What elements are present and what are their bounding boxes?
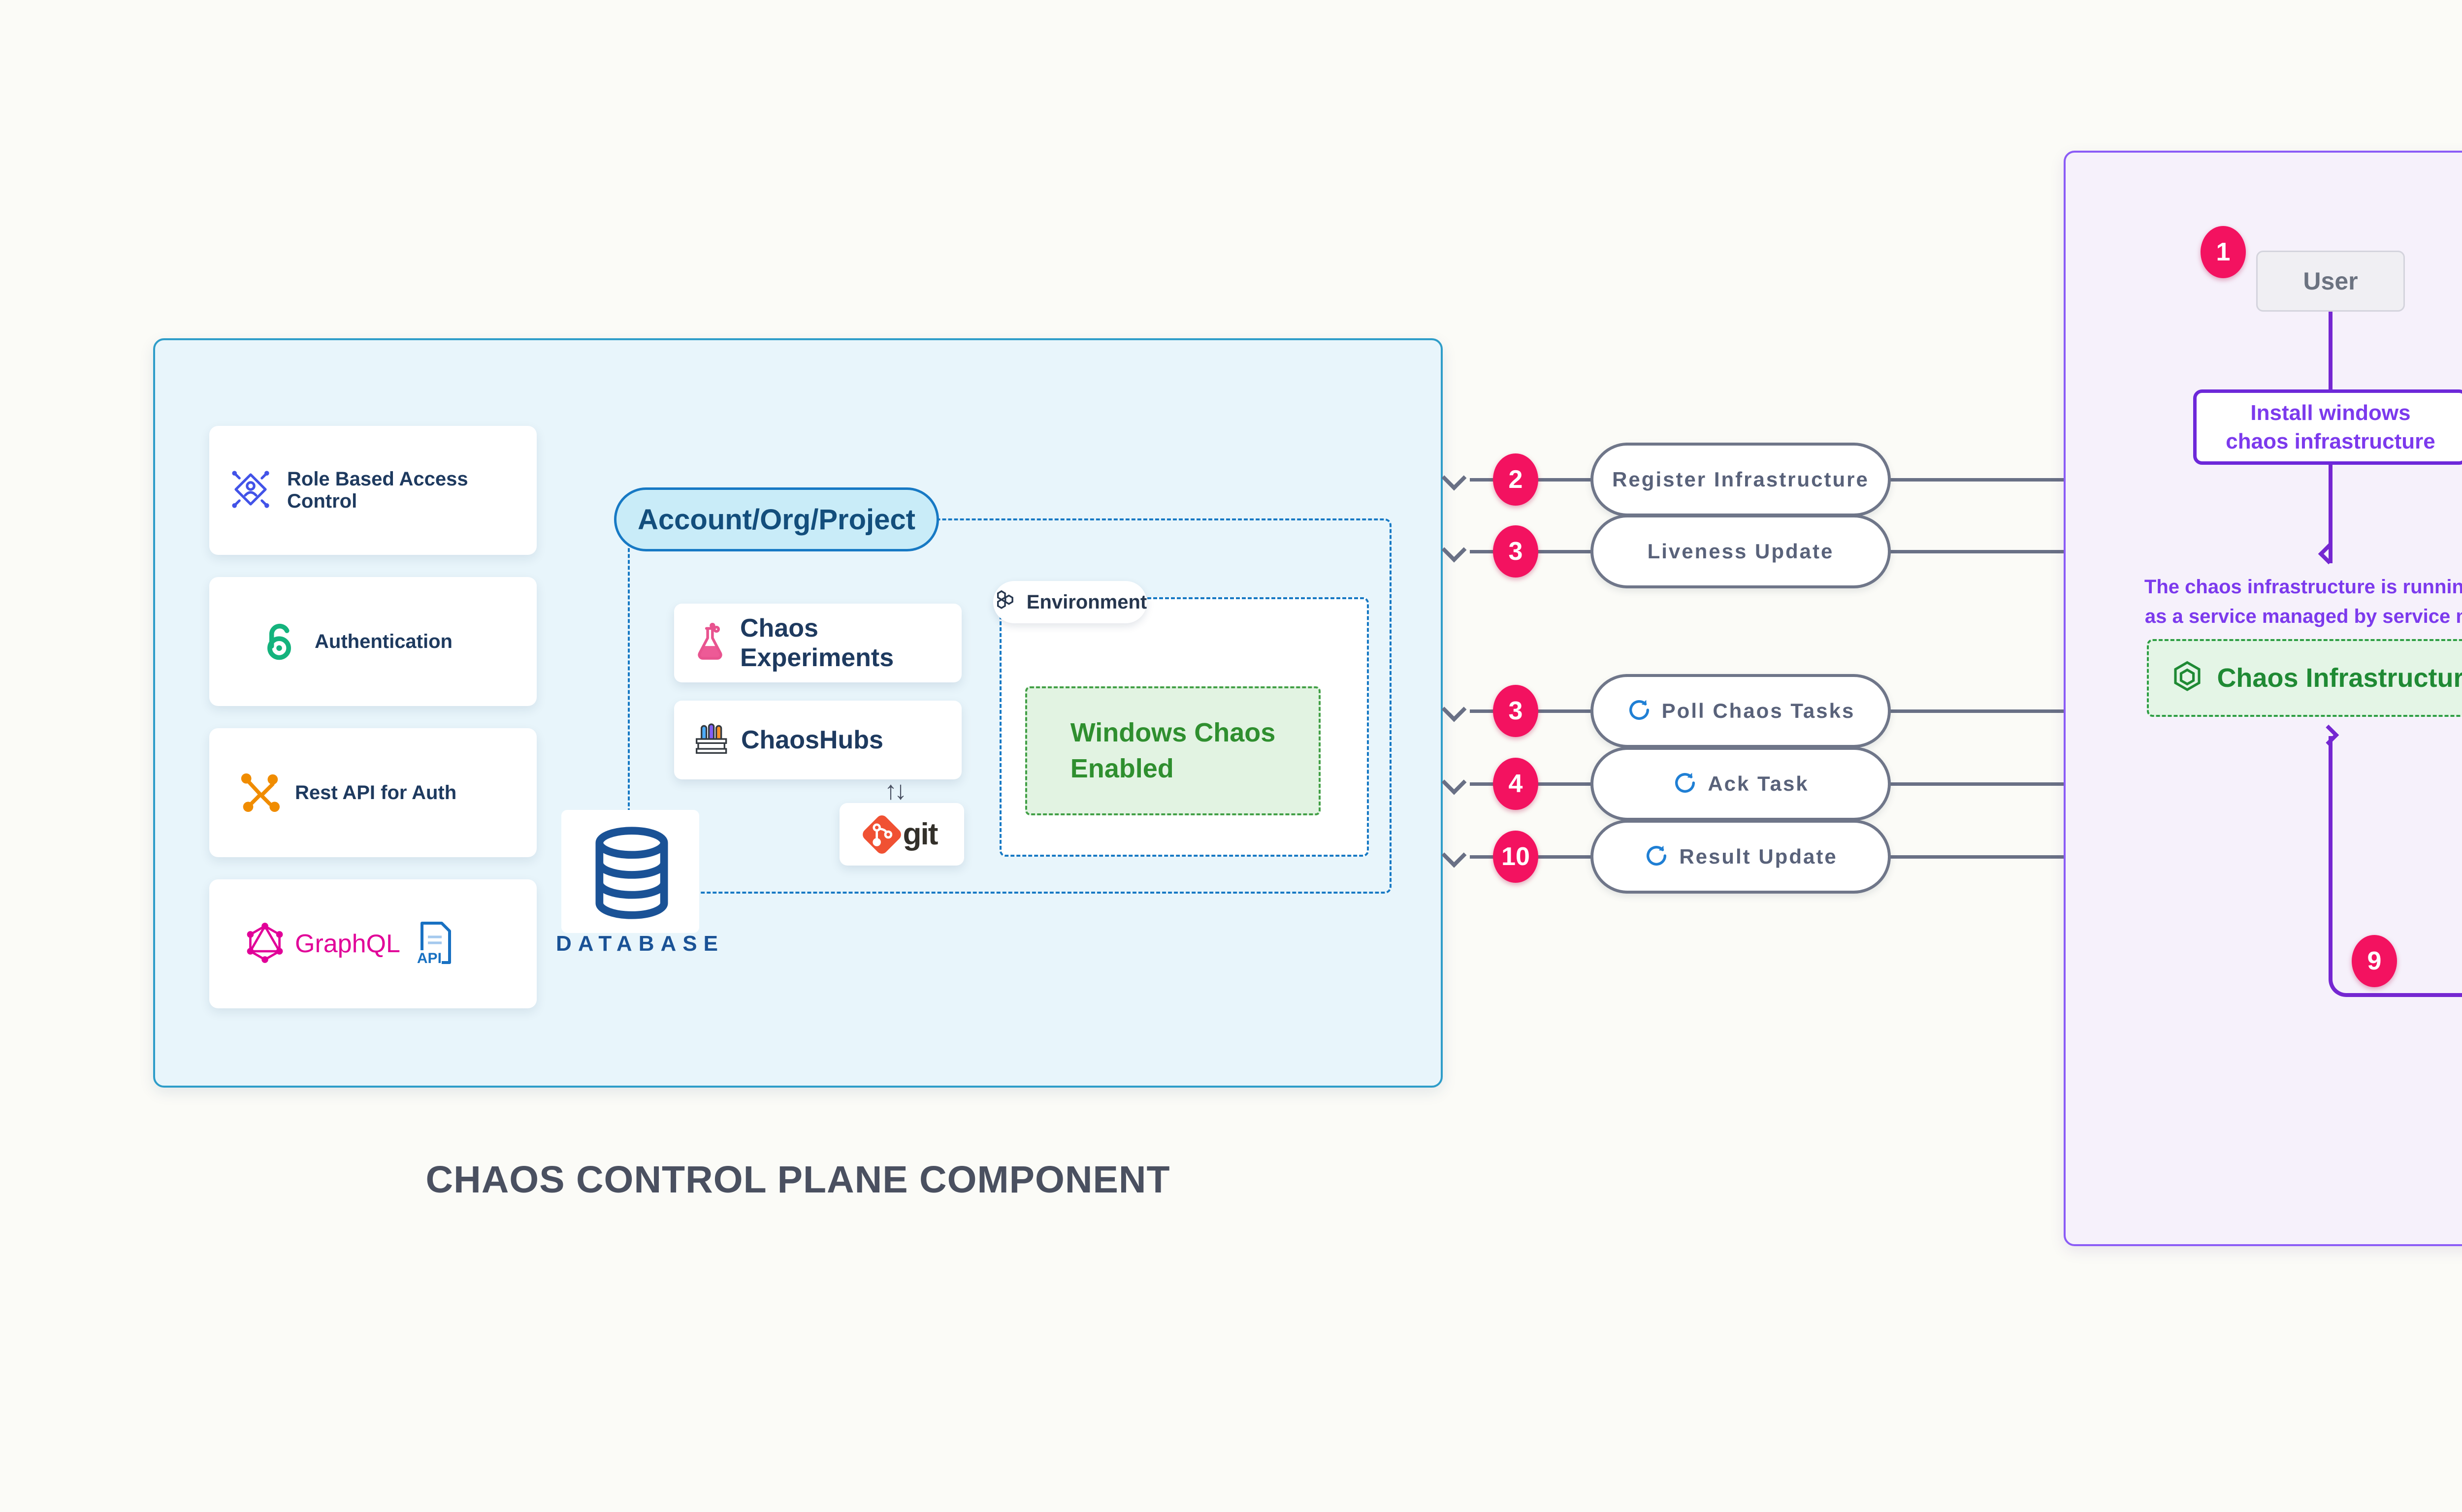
- user-box: User: [2256, 251, 2405, 312]
- arrow-left-register-icon: [1441, 465, 1467, 491]
- flow-badge-ack: 4: [1493, 758, 1538, 810]
- rest-api-card: Rest API for Auth: [209, 728, 537, 857]
- account-org-project-label: Account/Org/Project: [638, 503, 915, 536]
- flow-label-register: Register Infrastructure: [1612, 468, 1869, 491]
- line-user-to-install: [2329, 312, 2332, 390]
- api-doc-label: API: [417, 950, 442, 967]
- install-windows-box: Install windows chaos infrastructure: [2193, 389, 2462, 465]
- api-doc-icon: API: [416, 920, 455, 968]
- flow-pill-liveness: Liveness Update: [1590, 515, 1891, 588]
- share-network-icon: [237, 769, 282, 817]
- badge-generate: 9: [2352, 935, 2397, 987]
- sync-icon: [1644, 843, 1669, 871]
- account-org-project-boundary: [628, 518, 1392, 894]
- git-label: git: [903, 817, 939, 851]
- git-icon: [860, 812, 904, 856]
- chaoshubs-label: ChaosHubs: [741, 726, 883, 754]
- arrow-left-result-icon: [1441, 842, 1467, 868]
- rest-api-label: Rest API for Auth: [295, 781, 457, 804]
- rbac-icon: [227, 466, 274, 515]
- windows-chaos-enabled-label: Windows Chaos Enabled: [1070, 718, 1276, 783]
- account-org-project-pill: Account/Org/Project: [614, 487, 939, 551]
- windows-chaos-enabled-box: Windows Chaos Enabled: [1025, 686, 1321, 815]
- flow-badge-poll: 3: [1493, 685, 1538, 737]
- arrow-left-ack-icon: [1441, 770, 1467, 795]
- line-install-down: [2329, 465, 2332, 563]
- chaoshubs-card: ChaosHubs: [674, 701, 962, 779]
- flow-label-ack: Ack Task: [1708, 772, 1809, 795]
- execution-plane-title: CHAOS EXECUTION PLANE COMPONENT: [2064, 1320, 2462, 1364]
- git-sync-arrows: ↑↓: [884, 776, 907, 805]
- arrow-left-liveness-icon: [1441, 537, 1467, 563]
- rbac-label: Role Based Access Control: [287, 468, 468, 512]
- test-tube-rack-icon: [691, 719, 730, 761]
- badge-user: 1: [2201, 226, 2246, 278]
- flow-label-liveness: Liveness Update: [1647, 540, 1834, 563]
- flow-pill-poll: Poll Chaos Tasks: [1590, 674, 1891, 748]
- graphql-label: GraphQL: [295, 930, 400, 958]
- open-lock-icon: [257, 618, 302, 666]
- authentication-label: Authentication: [315, 630, 453, 652]
- install-windows-label: Install windows chaos infrastructure: [2226, 401, 2435, 453]
- chaos-experiments-label: Chaos Experiments: [740, 614, 894, 672]
- flow-pill-result: Result Update: [1590, 820, 1891, 894]
- authentication-card: Authentication: [209, 577, 537, 706]
- graphql-icon: [244, 922, 286, 966]
- flow-pill-ack: Ack Task: [1590, 747, 1891, 821]
- hexagons-icon: [993, 588, 1020, 617]
- flask-icon: [691, 622, 729, 664]
- arrow-left-poll-icon: [1441, 697, 1467, 722]
- database-label: DATABASE: [556, 932, 724, 956]
- flow-badge-liveness: 3: [1493, 525, 1538, 578]
- graphql-card: GraphQL API: [209, 879, 537, 1008]
- git-card: git: [840, 803, 964, 866]
- environment-pill: Environment: [993, 581, 1147, 623]
- rbac-card: Role Based Access Control: [209, 426, 537, 555]
- sync-icon: [1672, 770, 1698, 798]
- note-infrastructure-running: The chaos infrastructure is running and …: [2144, 576, 2462, 627]
- sync-icon: [1626, 697, 1652, 725]
- flow-label-result: Result Update: [1679, 845, 1838, 868]
- flow-label-poll: Poll Chaos Tasks: [1661, 699, 1855, 722]
- user-label: User: [2303, 267, 2358, 295]
- chaos-infrastructure-label: Chaos Infrastructure: [2217, 663, 2462, 693]
- hexagon-nested-icon: [2170, 659, 2205, 697]
- line-generate-to-infrastructure: [2329, 736, 2462, 997]
- flow-badge-register: 2: [1493, 453, 1538, 506]
- chaos-experiments-card: Chaos Experiments: [674, 604, 962, 682]
- environment-label: Environment: [1026, 591, 1147, 613]
- database-icon: [580, 821, 683, 927]
- chaos-infrastructure-box: Chaos Infrastructure: [2147, 639, 2462, 717]
- control-plane-title: CHAOS CONTROL PLANE COMPONENT: [425, 1158, 1170, 1201]
- flow-badge-result: 10: [1493, 831, 1538, 883]
- flow-pill-register: Register Infrastructure: [1590, 443, 1891, 516]
